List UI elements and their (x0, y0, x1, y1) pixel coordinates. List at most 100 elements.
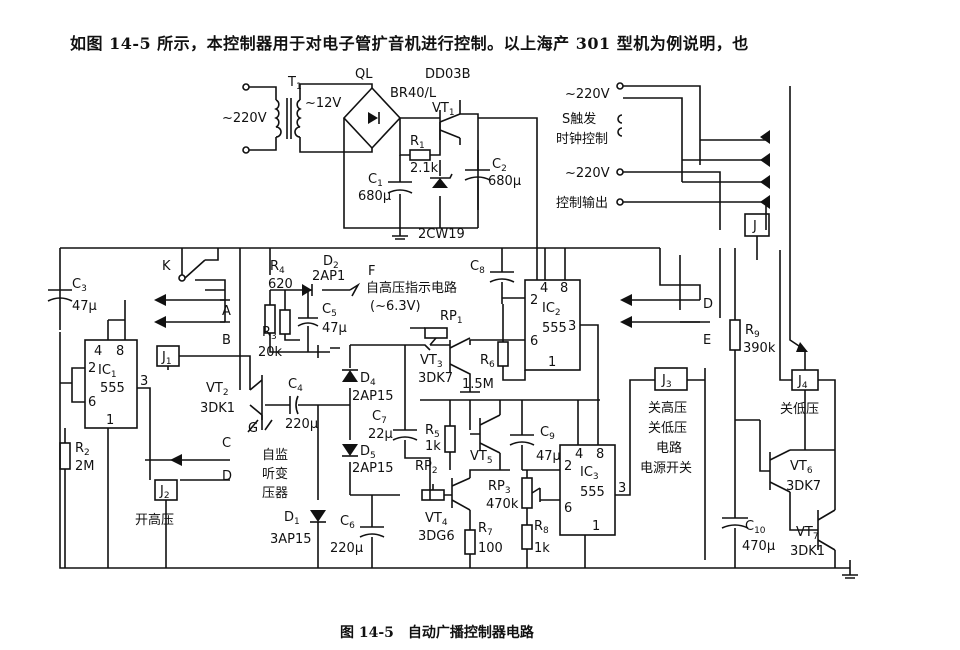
r3-value: 20k (258, 345, 283, 360)
vt4-type: 3DG6 (418, 529, 455, 544)
c8-label: C8 (470, 259, 485, 276)
ic1-pin6: 6 (88, 395, 96, 410)
ic2-label: IC2 (542, 301, 561, 318)
j2-label: J2 (159, 484, 170, 501)
r5-label: R5 (425, 423, 440, 440)
r7-label: R7 (478, 521, 493, 538)
right-ac1-label: ~220V (565, 87, 610, 102)
ql-label: QL (355, 67, 373, 82)
c4-value: 220μ (285, 417, 318, 432)
r1-label: R1 (410, 134, 425, 151)
ic3-pin4: 4 (575, 447, 583, 462)
ic2-pin2: 2 (530, 293, 538, 308)
c7-value: 22μ (368, 427, 393, 442)
j1-label: J1 (161, 350, 172, 367)
ic2-pin1: 1 (548, 355, 556, 370)
ic3-label: IC3 (580, 465, 599, 482)
control-output-label: 控制输出 (556, 195, 608, 211)
rp2-label: RP2 (415, 459, 438, 476)
t1-label: T1 (287, 75, 302, 92)
c7-label: C7 (372, 409, 387, 426)
r2-value: 2M (75, 459, 95, 474)
r6-value: 1.5M (462, 377, 494, 392)
ic1-pin2: 2 (88, 361, 96, 376)
d2-type: 2AP1 (312, 269, 345, 284)
component-labels: ~220V T1 ~12V QL BR40/L DD03B VT1 R1 2.1… (72, 67, 825, 559)
ic2-pin4: 4 (540, 281, 548, 296)
dd03b-label: DD03B (425, 67, 470, 82)
self-monitor-label: 自监 (262, 448, 288, 463)
vt3-type: 3DK7 (418, 371, 453, 386)
c3-label: C3 (72, 277, 87, 294)
c5-value: 47μ (322, 321, 347, 336)
middle-block (247, 248, 431, 568)
ic1-label: IC1 (98, 363, 117, 380)
d5-label: D5 (360, 444, 376, 461)
ic3-block (420, 379, 655, 568)
d2-label: D2 (323, 254, 339, 271)
c1-label: C1 (368, 172, 383, 189)
hv-indicator-label: 自高压指示电路 (366, 280, 457, 296)
vt7-label: VT7 (796, 525, 819, 542)
ic3-pin6: 6 (564, 501, 572, 516)
ac12-label: ~12V (305, 96, 341, 111)
d4-type: 2AP15 (352, 389, 394, 404)
r1-value: 2.1k (410, 161, 439, 176)
circuit-label: 电路 (656, 440, 682, 456)
c-label: C (222, 436, 231, 451)
vt3-label: VT3 (420, 353, 443, 370)
br-label: BR40/L (390, 86, 437, 101)
ic1-555-label: 555 (100, 381, 125, 396)
e-output-label: E (703, 333, 711, 348)
c10-label: C10 (745, 519, 766, 536)
s-trigger-label: S触发 (562, 111, 596, 127)
ic1-pin8: 8 (116, 344, 124, 359)
ic3-pin3: 3 (618, 481, 626, 496)
ic1-pin3: 3 (140, 374, 148, 389)
ic2-block (405, 248, 599, 400)
r5-value: 1k (425, 439, 441, 454)
vt5-label: VT5 (470, 449, 493, 466)
j4-label: J4 (797, 374, 808, 391)
r9-value: 390k (743, 341, 776, 356)
ac-input-label: ~220V (222, 111, 267, 126)
d-label-left: D (222, 469, 232, 484)
r6-label: R6 (480, 353, 495, 370)
clock-control-label: 时钟控制 (556, 131, 608, 147)
rp3-value: 470k (486, 497, 519, 512)
close-hv-label: 关高压 (648, 400, 687, 416)
c2-value: 680μ (488, 174, 521, 189)
r8-value: 1k (534, 541, 550, 556)
rp3-label: RP3 (488, 479, 511, 496)
j-relay-label: J (752, 219, 757, 234)
figure-caption: 图 14-5 自动广播控制器电路 (340, 625, 534, 641)
c4-label: C4 (288, 377, 303, 394)
ic1-pin4: 4 (94, 344, 102, 359)
r9-label: R9 (745, 323, 760, 340)
listen-transformer-label2: 压器 (262, 486, 288, 501)
hv-voltage-label: (~6.3V) (370, 299, 421, 314)
ic2-555-label: 555 (542, 321, 567, 336)
r8-label: R8 (534, 519, 549, 536)
vt2-label: VT2 (206, 381, 229, 398)
right-bottom-block (620, 248, 858, 579)
c9-value: 47μ (536, 449, 561, 464)
r4-value: 620 (268, 277, 293, 292)
ic3-pin2: 2 (564, 459, 572, 474)
vt4-label: VT4 (425, 511, 448, 528)
c3-value: 47μ (72, 299, 97, 314)
b-label: B (222, 333, 231, 348)
rp1-label: RP1 (440, 309, 463, 326)
vt6-type: 3DK7 (786, 479, 821, 494)
d1-label: D1 (284, 510, 300, 527)
power-supply (242, 83, 538, 280)
ic1-block (47, 247, 850, 569)
c10-value: 470μ (742, 539, 775, 554)
j3-label: J3 (661, 373, 672, 390)
r3-label: R3 (262, 325, 277, 342)
power-switch-label: 电源开关 (640, 461, 692, 476)
ic2-pin6: 6 (530, 334, 538, 349)
ic1-pin1: 1 (106, 413, 114, 428)
